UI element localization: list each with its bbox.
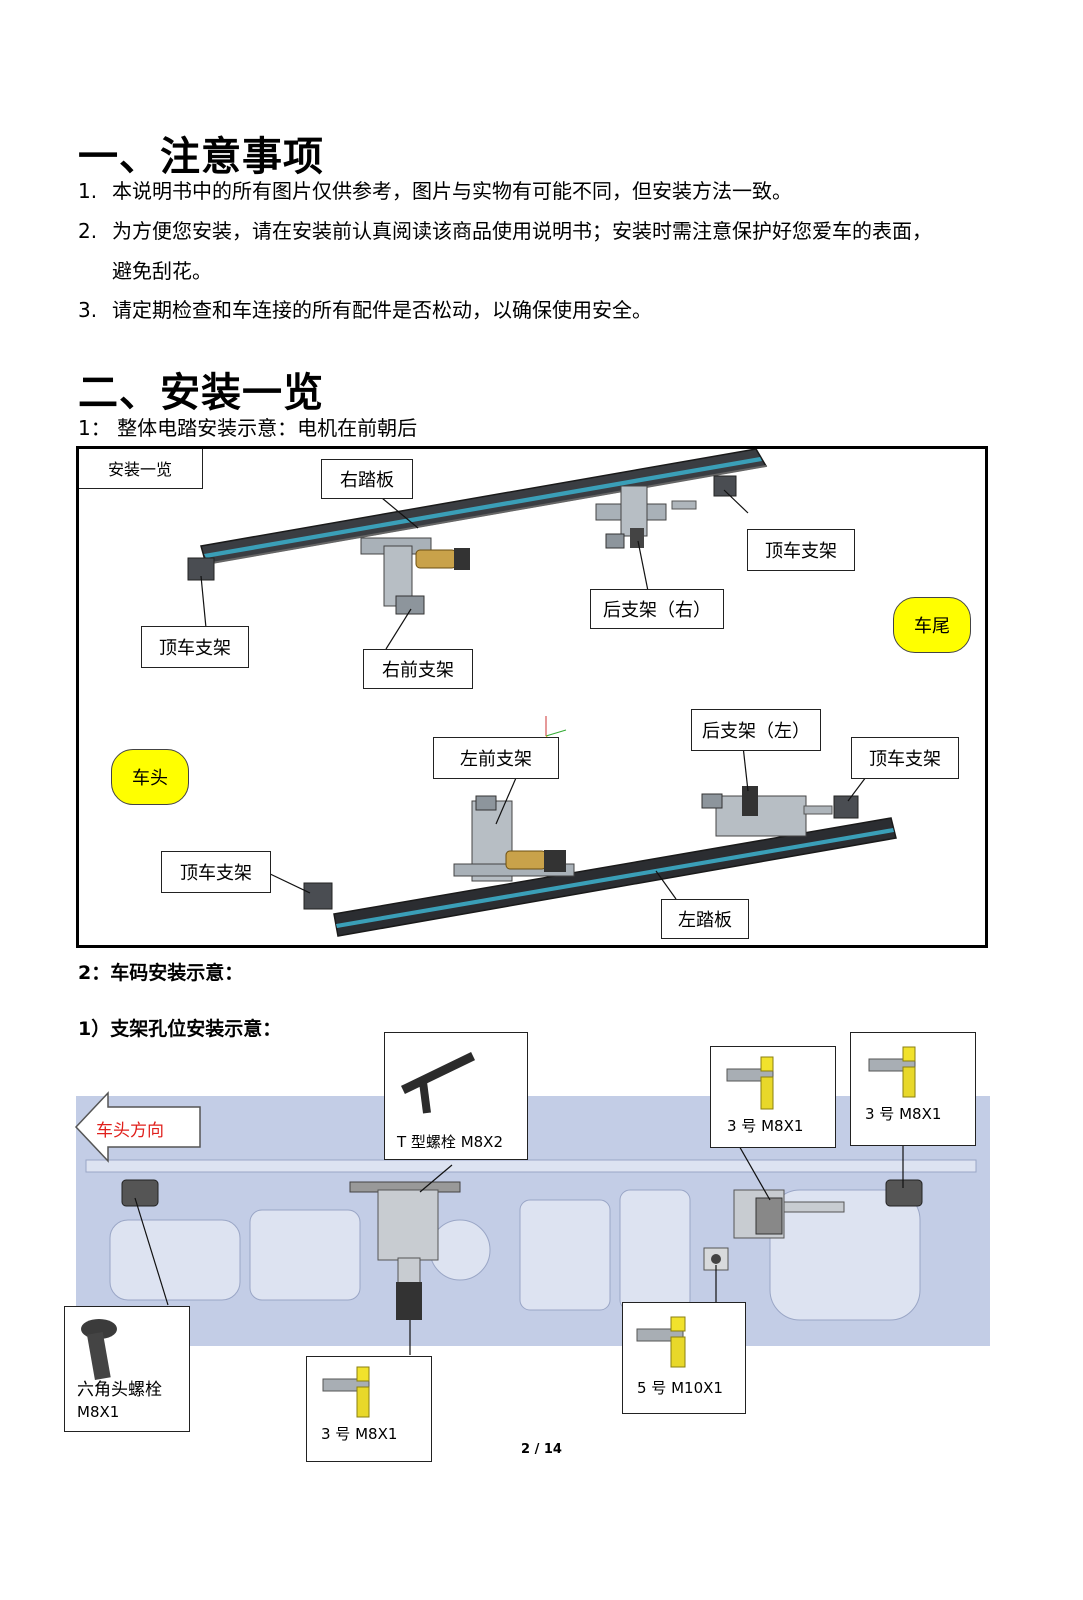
- overview-subtitle: 1： 整体电踏安装示意：电机在前朝后: [78, 416, 418, 440]
- head-direction-arrow: [74, 1091, 201, 1163]
- bolt-no3-icon: [726, 1056, 774, 1110]
- page-number: 2 / 14: [521, 1442, 562, 1457]
- badge-head: 车头: [111, 749, 189, 805]
- notice-item-1: 1. 本说明书中的所有图片仅供参考，图片与实物有可能不同，但安装方法一致。: [78, 178, 1018, 208]
- label-roof-bracket-left: 顶车支架: [141, 626, 249, 668]
- bolt-no3-box-a: 3 号 M8X1: [710, 1046, 836, 1148]
- hole-diagram: 车头方向 T 型螺栓 M8X2 3 号 M8X1 3 号 M8X1 六角头: [0, 1030, 1083, 1470]
- overview-illustration: [187, 449, 897, 937]
- right-board-graphic: [200, 449, 768, 565]
- left-front-bracket-graphic: [453, 795, 575, 882]
- notice-item-2: 2. 为方便您安装，请在安装前认真阅读该商品使用说明书；安装时需注意保护好您爱车…: [78, 218, 1018, 288]
- bolt-no3-icon: [322, 1366, 370, 1418]
- bolt-no5-icon: [636, 1316, 686, 1368]
- overview-box-title: 安装一览: [79, 449, 203, 489]
- label-right-front-bracket: 右前支架: [363, 649, 473, 689]
- notice-item-3: 3. 请定期检查和车连接的所有配件是否松动，以确保使用安全。: [78, 297, 1018, 327]
- notice-item-number: 1.: [78, 179, 98, 203]
- hex-bolt-spec: M8X1: [77, 1403, 120, 1421]
- notice-item-text: 本说明书中的所有图片仅供参考，图片与实物有可能不同，但安装方法一致。: [112, 179, 792, 203]
- badge-tail: 车尾: [893, 597, 971, 653]
- left-board-graphic: [333, 817, 897, 937]
- hex-bolt-box: 六角头螺栓 M8X1: [64, 1306, 190, 1432]
- right-front-bracket-graphic: [360, 537, 470, 615]
- bolt-no3-box-c: 3 号 M8X1: [306, 1356, 432, 1462]
- overview-diagram: 安装一览 右踏板 顶车支架 后支架（右） 顶车支架 右前支架 后支架（左） 左前…: [76, 446, 988, 948]
- section2-title: 二、安装一览: [78, 370, 324, 416]
- front-bracket-mounted-graphic: [349, 1181, 461, 1320]
- notice-item-number: 2.: [78, 219, 98, 243]
- label-left-board: 左踏板: [661, 899, 749, 939]
- label-roof-bracket-bottom-left: 顶车支架: [161, 851, 271, 893]
- hole-subtitle: 1）支架孔位安装示意：: [78, 1018, 282, 1040]
- t-bolt-icon: [400, 1051, 476, 1114]
- label-rear-bracket-left: 后支架（左）: [691, 709, 821, 751]
- notice-item-continuation: 避免刮花。: [112, 259, 212, 283]
- section1-title: 一、注意事项: [78, 134, 324, 180]
- notice-item-number: 3.: [78, 298, 98, 322]
- bolt-no3-label: 3 号 M8X1: [321, 1425, 398, 1443]
- bolt-no5-label: 5 号 M10X1: [637, 1379, 723, 1397]
- rear-bracket-right-graphic: [595, 485, 697, 549]
- hex-bolt-label: 六角头螺栓: [77, 1380, 162, 1400]
- bolt-no5-box: 5 号 M10X1: [622, 1302, 746, 1414]
- label-left-front-bracket: 左前支架: [433, 737, 559, 779]
- t-bolt-label: T 型螺栓 M8X2: [397, 1133, 504, 1151]
- rear-bracket-left-graphic: [701, 786, 833, 837]
- bolt-no3-label: 3 号 M8X1: [865, 1105, 942, 1123]
- label-right-board: 右踏板: [321, 459, 413, 499]
- head-direction-label: 车头方向: [96, 1121, 164, 1141]
- bolt-no3-box-b: 3 号 M8X1: [850, 1032, 976, 1146]
- chassis-illustration: [74, 1091, 990, 1355]
- notice-item-text: 请定期检查和车连接的所有配件是否松动，以确保使用安全。: [112, 298, 652, 322]
- label-roof-bracket-top-right: 顶车支架: [747, 529, 855, 571]
- label-roof-bracket-right: 顶车支架: [851, 737, 959, 779]
- t-bolt-box: T 型螺栓 M8X2: [384, 1032, 528, 1160]
- mount-subtitle: 2：车码安装示意：: [78, 962, 244, 984]
- hex-bolt-icon: [81, 1319, 117, 1381]
- bolt-no3-label: 3 号 M8X1: [727, 1117, 804, 1135]
- bolt-no3-icon: [868, 1046, 916, 1098]
- label-rear-bracket-right: 后支架（右）: [590, 589, 724, 629]
- notice-item-text: 为方便您安装，请在安装前认真阅读该商品使用说明书；安装时需注意保护好您爱车的表面…: [112, 219, 932, 243]
